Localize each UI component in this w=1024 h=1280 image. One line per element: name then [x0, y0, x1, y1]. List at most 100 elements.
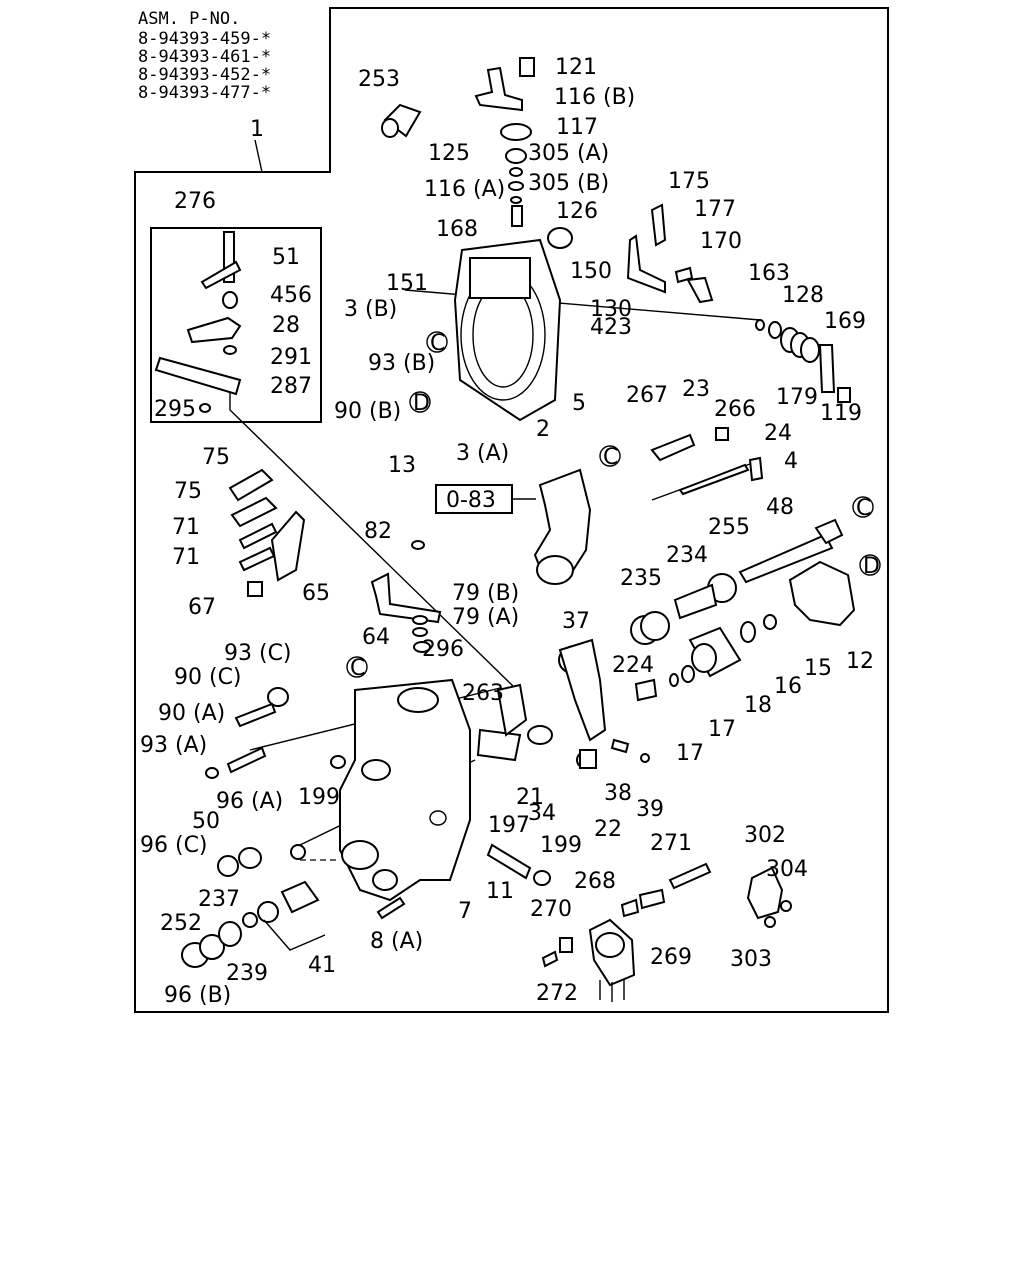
part-label: 270: [530, 897, 572, 922]
sleeve-part-253: [381, 103, 422, 138]
part-label: 51: [272, 245, 300, 270]
header-title: ASM. P-NO.: [138, 9, 240, 29]
part-label: 75: [174, 479, 202, 504]
part-label: 224: [612, 653, 654, 678]
part-label: 199: [540, 833, 582, 858]
part-label: 96 (C): [140, 833, 208, 858]
part-label: 252: [160, 911, 202, 936]
part-label: 11: [486, 879, 514, 904]
part-label: 15: [804, 656, 832, 681]
spring-part-34: [527, 725, 553, 745]
part-label: 119: [820, 401, 862, 426]
part-label: 65: [302, 581, 330, 606]
part-label: 305 (A): [528, 141, 609, 166]
part-label: 5: [572, 391, 586, 416]
part-label: 269: [650, 945, 692, 970]
arm-part-263: [496, 683, 528, 737]
sleeve-part-22: [579, 749, 597, 769]
plug-stack-41: [181, 880, 326, 968]
part-label: 67: [188, 595, 216, 620]
bracket-part-130: [626, 234, 666, 294]
part-label: 24: [764, 421, 792, 446]
part-label: 71: [172, 515, 200, 540]
part-label: 130: [590, 297, 632, 322]
part-label: 179: [776, 385, 818, 410]
part-label: 17: [708, 717, 736, 742]
part-170: [674, 266, 694, 284]
part-label: 169: [824, 309, 866, 334]
part-label: 128: [782, 283, 824, 308]
part-label: 266: [714, 397, 756, 422]
bracket-part-302: [668, 862, 792, 928]
part-label: 296: [422, 637, 464, 662]
top-cap-stack: [474, 57, 535, 227]
callout-c: C: [350, 656, 365, 681]
subassembly-276-parts: [154, 231, 242, 413]
part-label: 239: [226, 961, 268, 986]
part-label: 303: [730, 947, 772, 972]
block-part-263: [476, 728, 522, 762]
part-label: 267: [626, 383, 668, 408]
part-label: 255: [708, 515, 750, 540]
part-label: 175: [668, 169, 710, 194]
part-label: 93 (A): [140, 733, 207, 758]
header-part-number: 8-94393-477-*: [138, 83, 271, 103]
part-label: 295: [154, 397, 196, 422]
part-label: 272: [536, 981, 578, 1006]
part-label: 3 (B): [344, 297, 397, 322]
callout-d: D: [863, 554, 880, 579]
part-label: 28: [272, 313, 300, 338]
part-label: 41: [308, 953, 336, 978]
part-label: 125: [428, 141, 470, 166]
subassembly-box-276: [150, 227, 322, 423]
part-label: 423: [590, 315, 632, 340]
linkage-bracket: [533, 468, 592, 585]
part-label: 163: [748, 261, 790, 286]
callout-c: C: [856, 496, 871, 521]
part-label: 23: [682, 377, 710, 402]
diagram-frame: [134, 7, 889, 1013]
pins-75-71: [228, 468, 306, 597]
part-label: 253: [358, 67, 400, 92]
part-label: 8 (A): [370, 929, 423, 954]
left-fasteners: [205, 687, 346, 877]
part-label: 90 (A): [158, 701, 225, 726]
part-label: 75: [202, 445, 230, 470]
plate-part-175: [650, 203, 667, 247]
bracket-part-64: [370, 572, 442, 624]
part-label: 90 (B): [334, 399, 401, 424]
clip-part-224: [634, 678, 658, 702]
spring-stack-234: [630, 573, 737, 645]
part-label: 22: [594, 817, 622, 842]
part-label: 1: [250, 117, 264, 142]
part-label: 302: [744, 823, 786, 848]
part-label: 18: [744, 693, 772, 718]
shaft-tip: [814, 518, 844, 545]
part-label: 64: [362, 625, 390, 650]
part-label: 96 (A): [216, 789, 283, 814]
part-label: 177: [694, 197, 736, 222]
part-label: 7: [458, 899, 472, 924]
part-label: 96 (B): [164, 983, 231, 1008]
callout-c: C: [430, 331, 445, 356]
washers-79: [411, 540, 431, 653]
part-label: 48: [766, 495, 794, 520]
part-label: 237: [198, 887, 240, 912]
pump-housing-part-11: [339, 678, 471, 902]
part-label: 82: [364, 519, 392, 544]
part-label: 79 (A): [452, 605, 519, 630]
part-label: 71: [172, 545, 200, 570]
part-label: 151: [386, 271, 428, 296]
part-label: 93 (C): [224, 641, 292, 666]
part-label: 263: [462, 681, 504, 706]
assembly-header: ASM. P-NO. 8-94393-459-* 8-94393-461-* 8…: [138, 9, 271, 103]
callout-d: D: [413, 391, 430, 416]
part-label: 456: [270, 283, 312, 308]
svg-text:0-83: 0-83: [446, 488, 496, 513]
leader-line: [254, 139, 263, 173]
part-label: 304: [766, 857, 808, 882]
governor-housing-part-2: [453, 238, 562, 422]
cap-part-199: [533, 870, 551, 886]
